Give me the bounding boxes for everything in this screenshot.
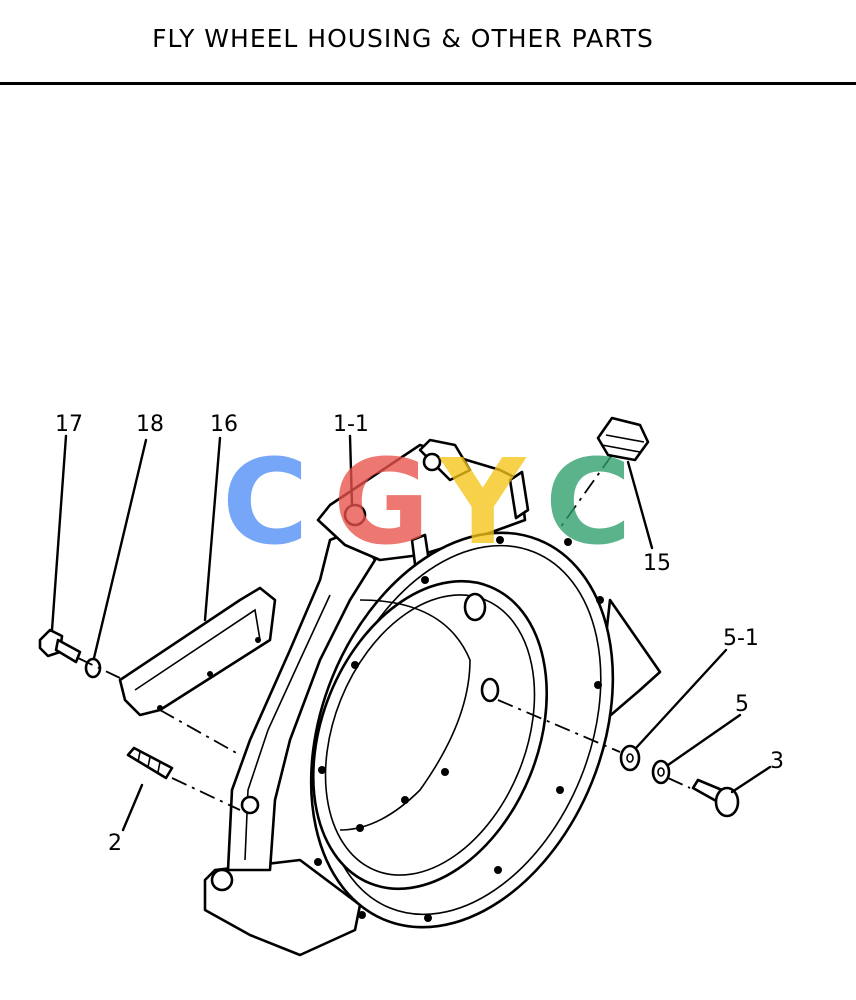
leader-lines <box>50 434 772 832</box>
part-5-1-washer <box>619 744 641 772</box>
callout-15: 15 <box>643 551 671 576</box>
part-2-stud <box>126 746 174 780</box>
part-3-bolt <box>691 778 740 818</box>
callout-2: 2 <box>108 831 122 856</box>
title-underline <box>0 82 856 85</box>
callout-3: 3 <box>770 749 784 774</box>
callout-17: 17 <box>55 412 83 437</box>
flywheel-housing <box>203 438 662 957</box>
watermark-letter-c2: C <box>545 433 632 571</box>
page-title: FLY WHEEL HOUSING & OTHER PARTS <box>152 24 654 53</box>
watermark: C G Y C <box>222 433 632 571</box>
callout-16: 16 <box>210 412 238 437</box>
watermark-letter-c1: C <box>222 433 309 571</box>
callout-18: 18 <box>136 412 164 437</box>
part-16-cover <box>118 586 277 717</box>
callout-1-1: 1-1 <box>333 412 369 437</box>
part-17-bolt <box>38 628 82 664</box>
callout-5: 5 <box>735 692 749 717</box>
watermark-letter-y: Y <box>438 433 527 571</box>
callout-5-1: 5-1 <box>723 626 759 651</box>
part-5-washer <box>651 759 671 785</box>
watermark-letter-g: G <box>333 433 430 571</box>
part-15-plug <box>596 416 650 462</box>
assembly-lines <box>77 454 691 811</box>
